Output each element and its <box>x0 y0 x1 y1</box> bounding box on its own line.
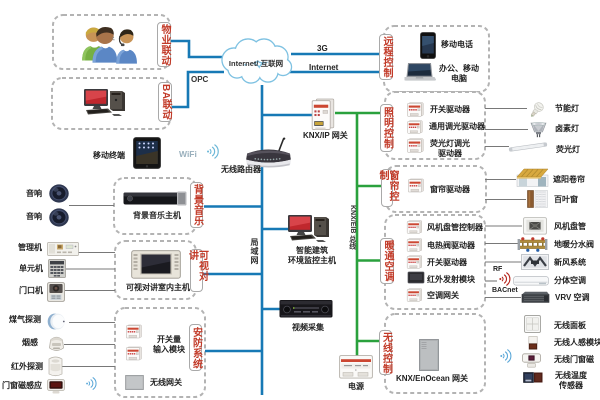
svg-text:Internet/ 互联网: Internet/ 互联网 <box>229 58 284 68</box>
